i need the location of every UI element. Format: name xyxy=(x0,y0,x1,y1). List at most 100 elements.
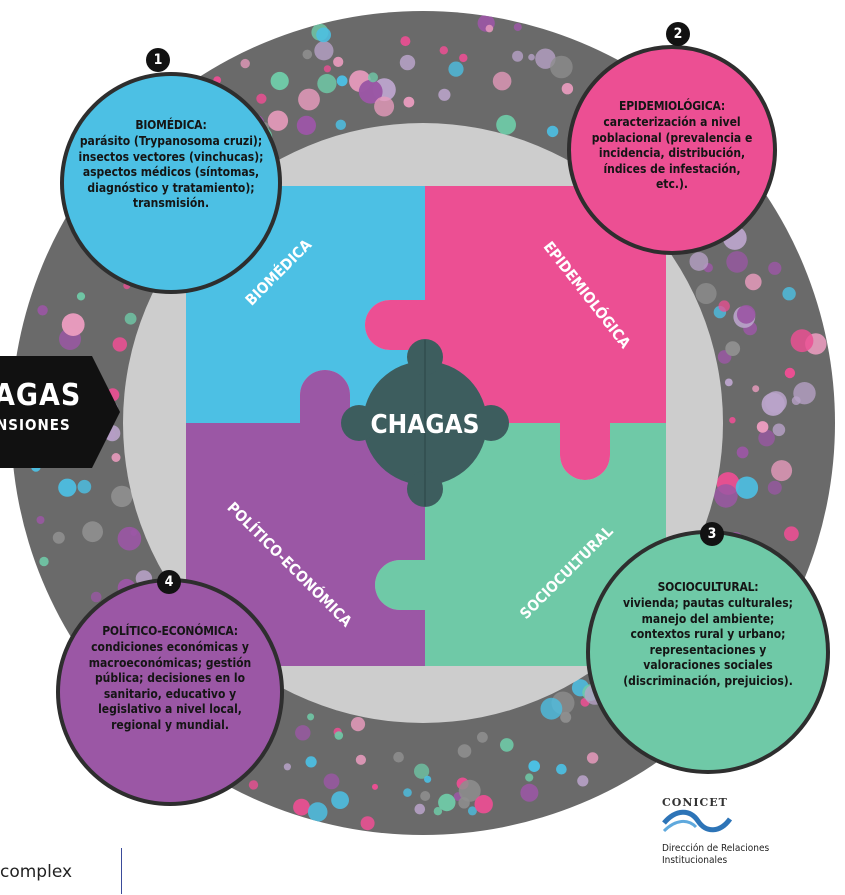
decorative-dot xyxy=(793,382,816,405)
decorative-dot xyxy=(393,751,404,763)
decorative-dot xyxy=(525,773,534,782)
decorative-dot xyxy=(317,74,337,94)
decorative-dot xyxy=(111,453,121,462)
divider-line xyxy=(121,848,122,894)
decorative-dot xyxy=(296,115,316,135)
decorative-dot xyxy=(358,79,383,104)
bubble-politico-title: POLÍTICO-ECONÓMICA: xyxy=(102,624,238,638)
decorative-dot xyxy=(459,53,468,63)
decorative-dot xyxy=(112,337,128,352)
center-label: CHAGAS xyxy=(371,410,480,440)
decorative-dot xyxy=(403,788,412,797)
decorative-dot xyxy=(512,50,524,62)
decorative-dot xyxy=(768,261,782,275)
decorative-dot xyxy=(76,292,86,301)
decorative-dot xyxy=(58,478,77,497)
bubble-epidemiologica: EPIDEMIOLÓGICA: caracterización a nivel … xyxy=(567,45,777,255)
decorative-dot xyxy=(756,421,769,433)
bubble-sociocultural-text: vivienda; pautas culturales; manejo del … xyxy=(623,596,793,688)
decorative-dot xyxy=(485,24,494,33)
decorative-dot xyxy=(718,300,730,312)
decorative-dot xyxy=(528,760,540,772)
decorative-dot xyxy=(323,65,331,73)
decorative-dot xyxy=(82,521,103,543)
decorative-dot xyxy=(767,480,782,495)
logo-subtitle: Dirección de Relaciones Institucionales xyxy=(662,843,782,867)
decorative-dot xyxy=(335,119,346,130)
decorative-dot xyxy=(336,75,348,87)
decorative-dot xyxy=(368,72,378,83)
decorative-dot xyxy=(438,793,456,812)
decorative-dot xyxy=(90,591,102,603)
quadrant-politico-economica xyxy=(186,370,425,666)
decorative-dot xyxy=(414,803,426,815)
bubble-biomedica: BIOMÉDICA: parásito (Trypanosoma cruzi);… xyxy=(60,72,282,294)
decorative-dot xyxy=(724,378,733,387)
badge-number-1: 1 xyxy=(146,48,170,72)
decorative-dot xyxy=(37,305,48,316)
footer-text: complex xyxy=(0,862,73,882)
bubble-biomedica-title: BIOMÉDICA: xyxy=(135,118,207,132)
decorative-dot xyxy=(546,125,559,138)
decorative-dot xyxy=(689,252,709,271)
decorative-dot xyxy=(333,56,344,67)
decorative-dot xyxy=(124,312,137,325)
decorative-dot xyxy=(736,446,749,459)
decorative-dot xyxy=(736,305,756,324)
decorative-dot xyxy=(496,114,516,135)
decorative-dot xyxy=(307,713,315,721)
decorative-dot xyxy=(117,526,142,551)
decorative-dot xyxy=(293,798,310,816)
decorative-dot xyxy=(752,385,760,393)
decorative-dot xyxy=(772,423,786,437)
decorative-dot xyxy=(350,717,366,732)
decorative-dot xyxy=(577,775,589,787)
decorative-dot xyxy=(130,529,137,536)
decorative-dot xyxy=(550,55,573,79)
decorative-dot xyxy=(586,752,599,764)
decorative-dot xyxy=(540,697,563,720)
decorative-dot xyxy=(745,273,762,291)
decorative-dot xyxy=(400,36,411,47)
decorative-dot xyxy=(784,367,796,379)
side-tab: AGAS NSIONES xyxy=(0,356,120,468)
quadrant-sociocultural xyxy=(375,423,666,666)
logo-line1: Dirección de Relaciones xyxy=(662,843,770,854)
decorative-dot xyxy=(295,725,311,741)
decorative-dot xyxy=(528,53,535,61)
bubble-epidemiologica-text: caracterización a nivel poblacional (pre… xyxy=(591,115,753,191)
badge-number-4: 4 xyxy=(157,570,181,594)
decorative-dot xyxy=(439,46,448,55)
decorative-dot xyxy=(492,71,512,91)
decorative-dot xyxy=(735,476,759,499)
decorative-dot xyxy=(561,83,574,95)
decorative-dot xyxy=(302,49,313,60)
decorative-dot xyxy=(307,802,328,822)
decorative-dot xyxy=(314,41,334,61)
bubble-epidemiologica-title: EPIDEMIOLÓGICA: xyxy=(619,99,725,113)
decorative-dot xyxy=(240,58,250,69)
decorative-dot xyxy=(283,763,291,771)
bubble-politico-economica: POLÍTICO-ECONÓMICA: condiciones económic… xyxy=(56,578,284,806)
decorative-dot xyxy=(695,283,717,304)
decorative-dot xyxy=(323,773,340,790)
decorative-dot xyxy=(403,96,415,108)
decorative-dot xyxy=(305,756,317,768)
decorative-dot xyxy=(457,744,472,758)
side-tab-line2: NSIONES xyxy=(0,416,71,434)
center-puzzle-piece xyxy=(341,339,509,507)
decorative-dot xyxy=(360,816,375,831)
decorative-dot xyxy=(111,485,133,508)
decorative-dot xyxy=(52,531,65,544)
decorative-dot xyxy=(790,329,814,353)
decorative-dot xyxy=(714,484,738,508)
decorative-dot xyxy=(500,738,514,752)
decorative-dot xyxy=(374,96,395,117)
decorative-dot xyxy=(560,711,572,723)
decorative-dot xyxy=(520,783,539,802)
decorative-dot xyxy=(267,110,289,131)
decorative-dot xyxy=(424,775,432,783)
bubble-sociocultural-title: SOCIOCULTURAL: xyxy=(657,580,759,594)
decorative-dot xyxy=(355,754,366,765)
decorative-dot xyxy=(414,763,430,779)
